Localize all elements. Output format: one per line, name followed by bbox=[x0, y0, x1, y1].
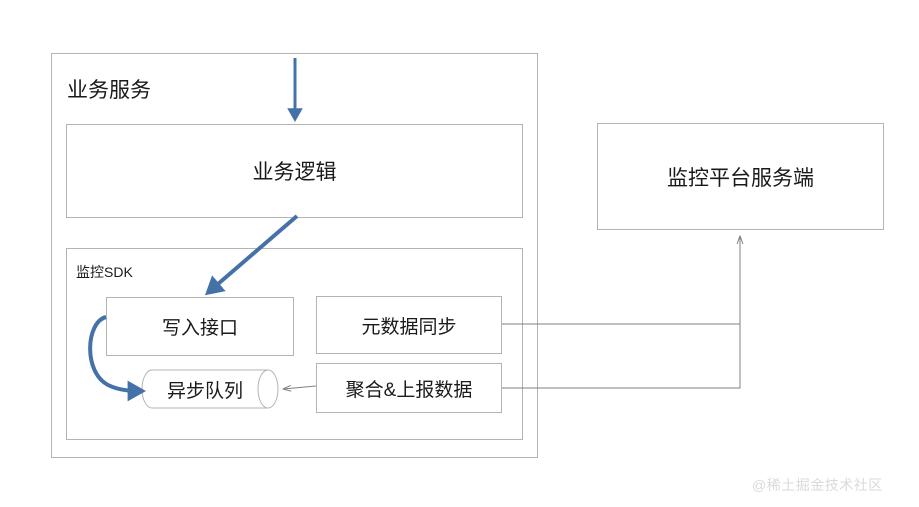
monitor-platform-server-label: 监控平台服务端 bbox=[667, 166, 814, 190]
watermark-text: @稀土掘金技术社区 bbox=[752, 477, 883, 493]
write-interface-label: 写入接口 bbox=[161, 318, 238, 339]
business-logic-label: 业务逻辑 bbox=[252, 161, 337, 184]
metadata-sync-box bbox=[316, 296, 502, 354]
business-logic-box bbox=[66, 124, 523, 218]
business-service-label: 业务服务 bbox=[67, 79, 151, 102]
async-queue-label: 异步队列 bbox=[166, 380, 243, 402]
aggregate-report-box bbox=[316, 363, 502, 413]
metadata-sync-label: 元数据同步 bbox=[361, 316, 457, 338]
monitoring-sdk-label: 监控SDK bbox=[76, 264, 133, 280]
aggregate-report-label: 聚合&上报数据 bbox=[345, 379, 473, 401]
monitor-platform-server-box bbox=[597, 123, 884, 230]
